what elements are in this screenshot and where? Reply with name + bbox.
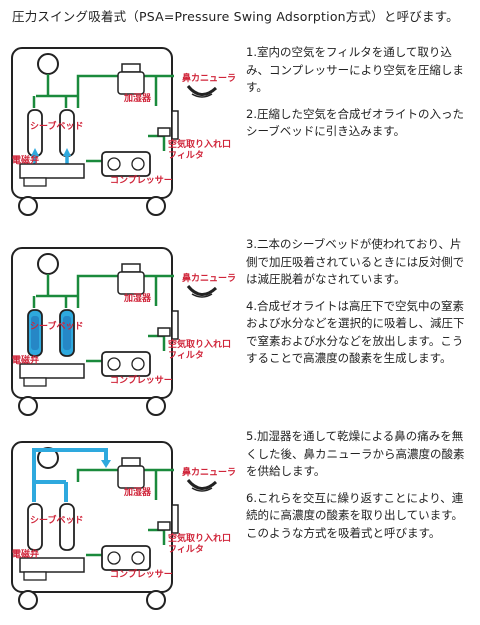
step-text: 1.室内の空気をフィルタを通して取り込み、コンプレッサーにより空気を圧縮します。 — [246, 45, 464, 94]
solenoid-label: 電磁弁 — [12, 156, 40, 166]
step-text: 5.加湿器を通して乾燥による鼻の痛みを無くした後、鼻カニューラから高濃度の酸素を… — [246, 429, 465, 478]
diagram-step-3: 加湿器 鼻カニューラ シーブベッド 電磁弁 空気取り入れ口 フィルタ コンプレッ… — [6, 430, 238, 610]
oxygen-concentrator-diagram — [11, 441, 218, 610]
intake-label-1: 空気取り入れ口 — [168, 140, 232, 150]
sieve-bed-label: シーブベッド — [30, 322, 84, 332]
cannula-label: 鼻カニューラ — [182, 74, 237, 84]
oxygen-concentrator-diagram — [11, 247, 218, 416]
step-text: 6.これらを交互に繰り返すことにより、連続的に高濃度の酸素を取り出しています。こ… — [246, 490, 464, 540]
diagram-step-1: 加湿器 鼻カニューラ シーブベッド 電磁弁 空気取り入れ口 フィルタ コンプレッ… — [6, 36, 238, 216]
sieve-bed-label: シーブベッド — [30, 516, 84, 526]
humidifier-label: 加湿器 — [124, 488, 152, 498]
solenoid-label: 電磁弁 — [12, 550, 40, 560]
step-text: 4.合成ゼオライトは高圧下で空気中の窒素および水分などを選択的に吸着し、減圧下で… — [246, 298, 465, 366]
solenoid-label: 電磁弁 — [12, 356, 40, 366]
intake-label-2: フィルタ — [168, 545, 204, 555]
intake-label-2: フィルタ — [168, 151, 204, 161]
intake-label-1: 空気取り入れ口 — [168, 534, 232, 544]
step-text: 2.圧縮した空気を合成ゼオライトの入ったシーブベッドに引き込みます。 — [246, 106, 464, 139]
intake-label-2: フィルタ — [168, 351, 204, 361]
cannula-label: 鼻カニューラ — [182, 468, 237, 478]
step-description-group-3: 5.加湿器を通して乾燥による鼻の痛みを無くした後、鼻カニューラから高濃度の酸素を… — [246, 428, 472, 551]
compressor-label: コンプレッサー — [110, 376, 173, 386]
page-title: 圧力スイング吸着式（PSA=Pressure Swing Adsorption方… — [12, 9, 459, 24]
humidifier-label: 加湿器 — [124, 94, 152, 104]
step-description-group-1: 1.室内の空気をフィルタを通して取り込み、コンプレッサーにより空気を圧縮します。… — [246, 44, 472, 150]
intake-label-1: 空気取り入れ口 — [168, 340, 232, 350]
compressor-label: コンプレッサー — [110, 176, 173, 186]
compressor-label: コンプレッサー — [110, 570, 173, 580]
sieve-bed-label: シーブベッド — [30, 122, 84, 132]
humidifier-label: 加湿器 — [124, 294, 152, 304]
diagram-step-2: 加湿器 鼻カニューラ シーブベッド 電磁弁 空気取り入れ口 フィルタ コンプレッ… — [6, 236, 238, 416]
cannula-label: 鼻カニューラ — [182, 274, 237, 284]
step-description-group-2: 3.二本のシーブベッドが使われており、片側で加圧吸着されているときには反対側では… — [246, 236, 472, 377]
step-text: 3.二本のシーブベッドが使われており、片側で加圧吸着されているときには反対側では… — [246, 237, 465, 286]
oxygen-concentrator-diagram — [11, 47, 218, 216]
